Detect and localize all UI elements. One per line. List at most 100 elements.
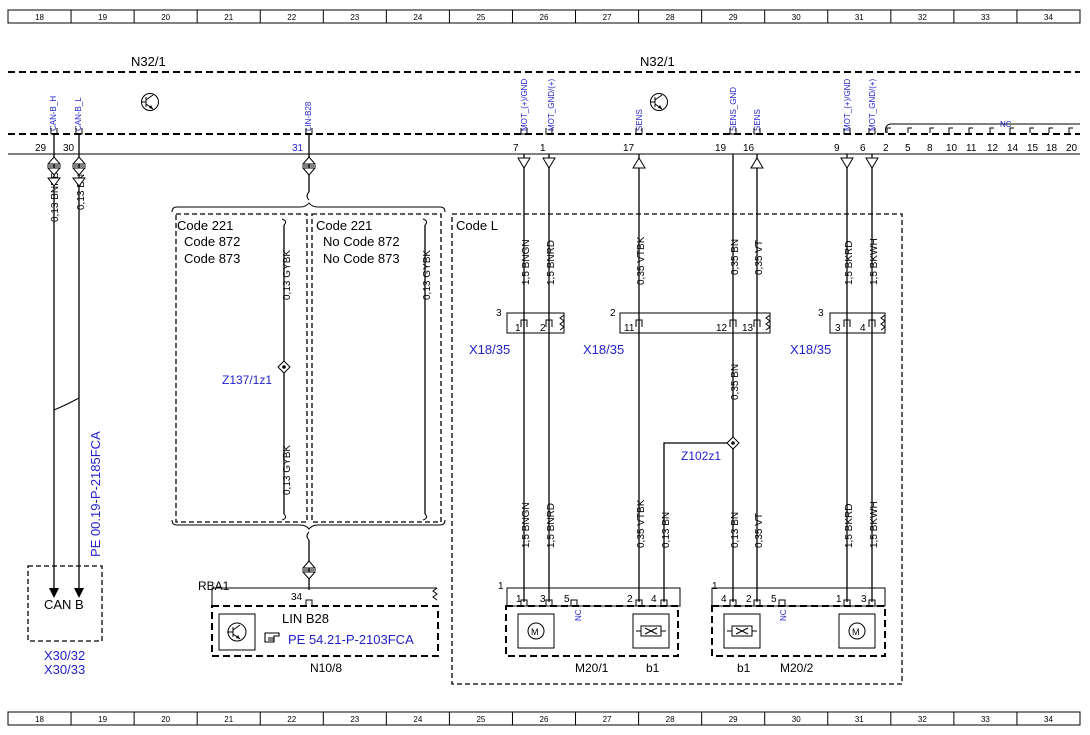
splice-z102 <box>726 436 740 450</box>
wire-m2-a-bot: 1,5 BKRD <box>844 504 855 548</box>
grid-number: 31 <box>855 13 864 22</box>
grid-number: 29 <box>729 715 738 724</box>
nc-label: NC <box>1000 120 1012 129</box>
actuator-contact <box>868 599 876 606</box>
signal-can-b-l: CAN-B_L <box>74 97 83 131</box>
pin-31: 31 <box>292 143 304 154</box>
code-l-box <box>451 213 903 685</box>
wire-gnd-mid: 0,35 BN <box>730 364 741 400</box>
code-left-3: Code 873 <box>184 251 240 266</box>
no-code-872-box <box>311 213 442 523</box>
wire-m2-a-top: 1,5 BKRD <box>844 241 855 285</box>
grid-number: 32 <box>918 13 927 22</box>
actuator-contact <box>570 599 578 606</box>
m2-name: M20/2 <box>780 661 814 675</box>
m1-pin: 3 <box>540 594 546 605</box>
wire-sens1-bot: 0,35 VTBK <box>636 499 647 548</box>
signal-sens-gnd: SENS_GND <box>729 87 738 131</box>
m1-nc: NC <box>574 609 583 621</box>
grid-number: 33 <box>981 13 990 22</box>
m2-pin: 3 <box>861 594 867 605</box>
wire-arrow <box>865 157 879 169</box>
m1-pin: 5 <box>564 594 570 605</box>
pin-contact <box>843 128 851 135</box>
pin-contact <box>305 128 313 135</box>
pin-7: 7 <box>513 143 519 154</box>
nc-pin-number: 14 <box>1007 143 1019 154</box>
pin-1: 1 <box>540 143 546 154</box>
x18-2-num: 2 <box>610 308 616 319</box>
grid-number: 33 <box>981 715 990 724</box>
code-872-box <box>175 213 308 523</box>
signal-mot-pos-gnd-1: MOT_(+)/GND <box>520 79 529 131</box>
m2-pin: 1 <box>836 594 842 605</box>
wire-can-h: 0,13 BNRD <box>50 171 61 222</box>
wire-sens2-top: 0,35 VT <box>754 240 765 275</box>
nc-pin-tick <box>1029 127 1034 133</box>
m1-pin: 1 <box>516 594 522 605</box>
nc-pin-number: 18 <box>1046 143 1058 154</box>
signal-mot-pos-gnd-2: MOT_(+)/GND <box>843 79 852 131</box>
grid-number: 34 <box>1044 715 1053 724</box>
nc-pin-tick <box>1048 127 1053 133</box>
wire-m1-b-top: 1,5 BNRD <box>546 240 557 285</box>
nc-pin-tick <box>1009 127 1014 133</box>
wire-arrow <box>517 157 531 169</box>
grid-number: 30 <box>792 13 801 22</box>
wire-can-l: 0,13 BN <box>76 174 87 210</box>
nc-pin-number: 10 <box>946 143 958 154</box>
actuator-contact <box>520 599 528 606</box>
grid-number: 25 <box>476 13 485 22</box>
pin-9: 9 <box>834 143 840 154</box>
x18-pin: 13 <box>742 323 754 334</box>
motor-icon: M <box>838 613 876 649</box>
m1-b1: b1 <box>646 661 660 675</box>
wire-arrow <box>750 157 764 169</box>
pin-contact <box>520 128 528 135</box>
wire-branch-bot: 0,13 BN <box>661 512 672 548</box>
svg-text:M: M <box>531 627 539 637</box>
m2-num: 1 <box>712 581 718 592</box>
actuator-contact <box>729 599 737 606</box>
grid-number: 24 <box>413 715 422 724</box>
bus-arrow-up <box>46 156 62 165</box>
nc-pin-number: 15 <box>1027 143 1039 154</box>
signal-mot-gnd-pos-2: MOT_GND/(+) <box>868 78 877 131</box>
wire-m2-b-top: 1,5 BKWH <box>869 238 880 285</box>
sensor-icon <box>632 613 670 649</box>
grid-number: 23 <box>350 13 359 22</box>
signal-sens-1: SENS <box>635 109 644 131</box>
x18-pin: 4 <box>860 323 866 334</box>
grid-number: 26 <box>540 13 549 22</box>
signal-sens-2: SENS <box>753 109 762 131</box>
wire-lin-top: 0,13 GYBK <box>282 250 293 300</box>
nc-pin-number: 5 <box>905 143 911 154</box>
code-l-wires <box>523 154 873 602</box>
grid-number: 20 <box>161 13 170 22</box>
wire-lin-alt: 0,13 GYBK <box>422 250 433 300</box>
actuator-contact <box>635 599 643 606</box>
code-left-2: Code 872 <box>184 234 240 249</box>
m1-num: 1 <box>498 581 504 592</box>
nc-pin-tick <box>1068 127 1073 133</box>
nc-group: NC <box>885 120 1080 134</box>
x18-contact <box>635 319 643 327</box>
splice-z102-label: Z102z1 <box>681 449 721 463</box>
lin-break-top <box>306 191 310 201</box>
wire-arrow <box>840 157 854 169</box>
nc-pin-tick <box>886 127 891 133</box>
grid-number: 18 <box>35 715 44 724</box>
grid-number: 32 <box>918 715 927 724</box>
wire-lin-bottom: 0,13 GYBK <box>282 445 293 495</box>
pin-contact <box>635 128 643 135</box>
code-right-1: Code 221 <box>316 218 372 233</box>
grid-number: 27 <box>603 13 612 22</box>
nc-pin-tick <box>948 127 953 133</box>
wire-arrow <box>632 157 646 169</box>
can-b-box <box>27 565 103 642</box>
wire-m2-b-bot: 1,5 BKWH <box>869 501 880 548</box>
x18-pin: 11 <box>624 323 635 334</box>
wire-arrow <box>542 157 556 169</box>
lin-break-bottom <box>306 531 310 541</box>
